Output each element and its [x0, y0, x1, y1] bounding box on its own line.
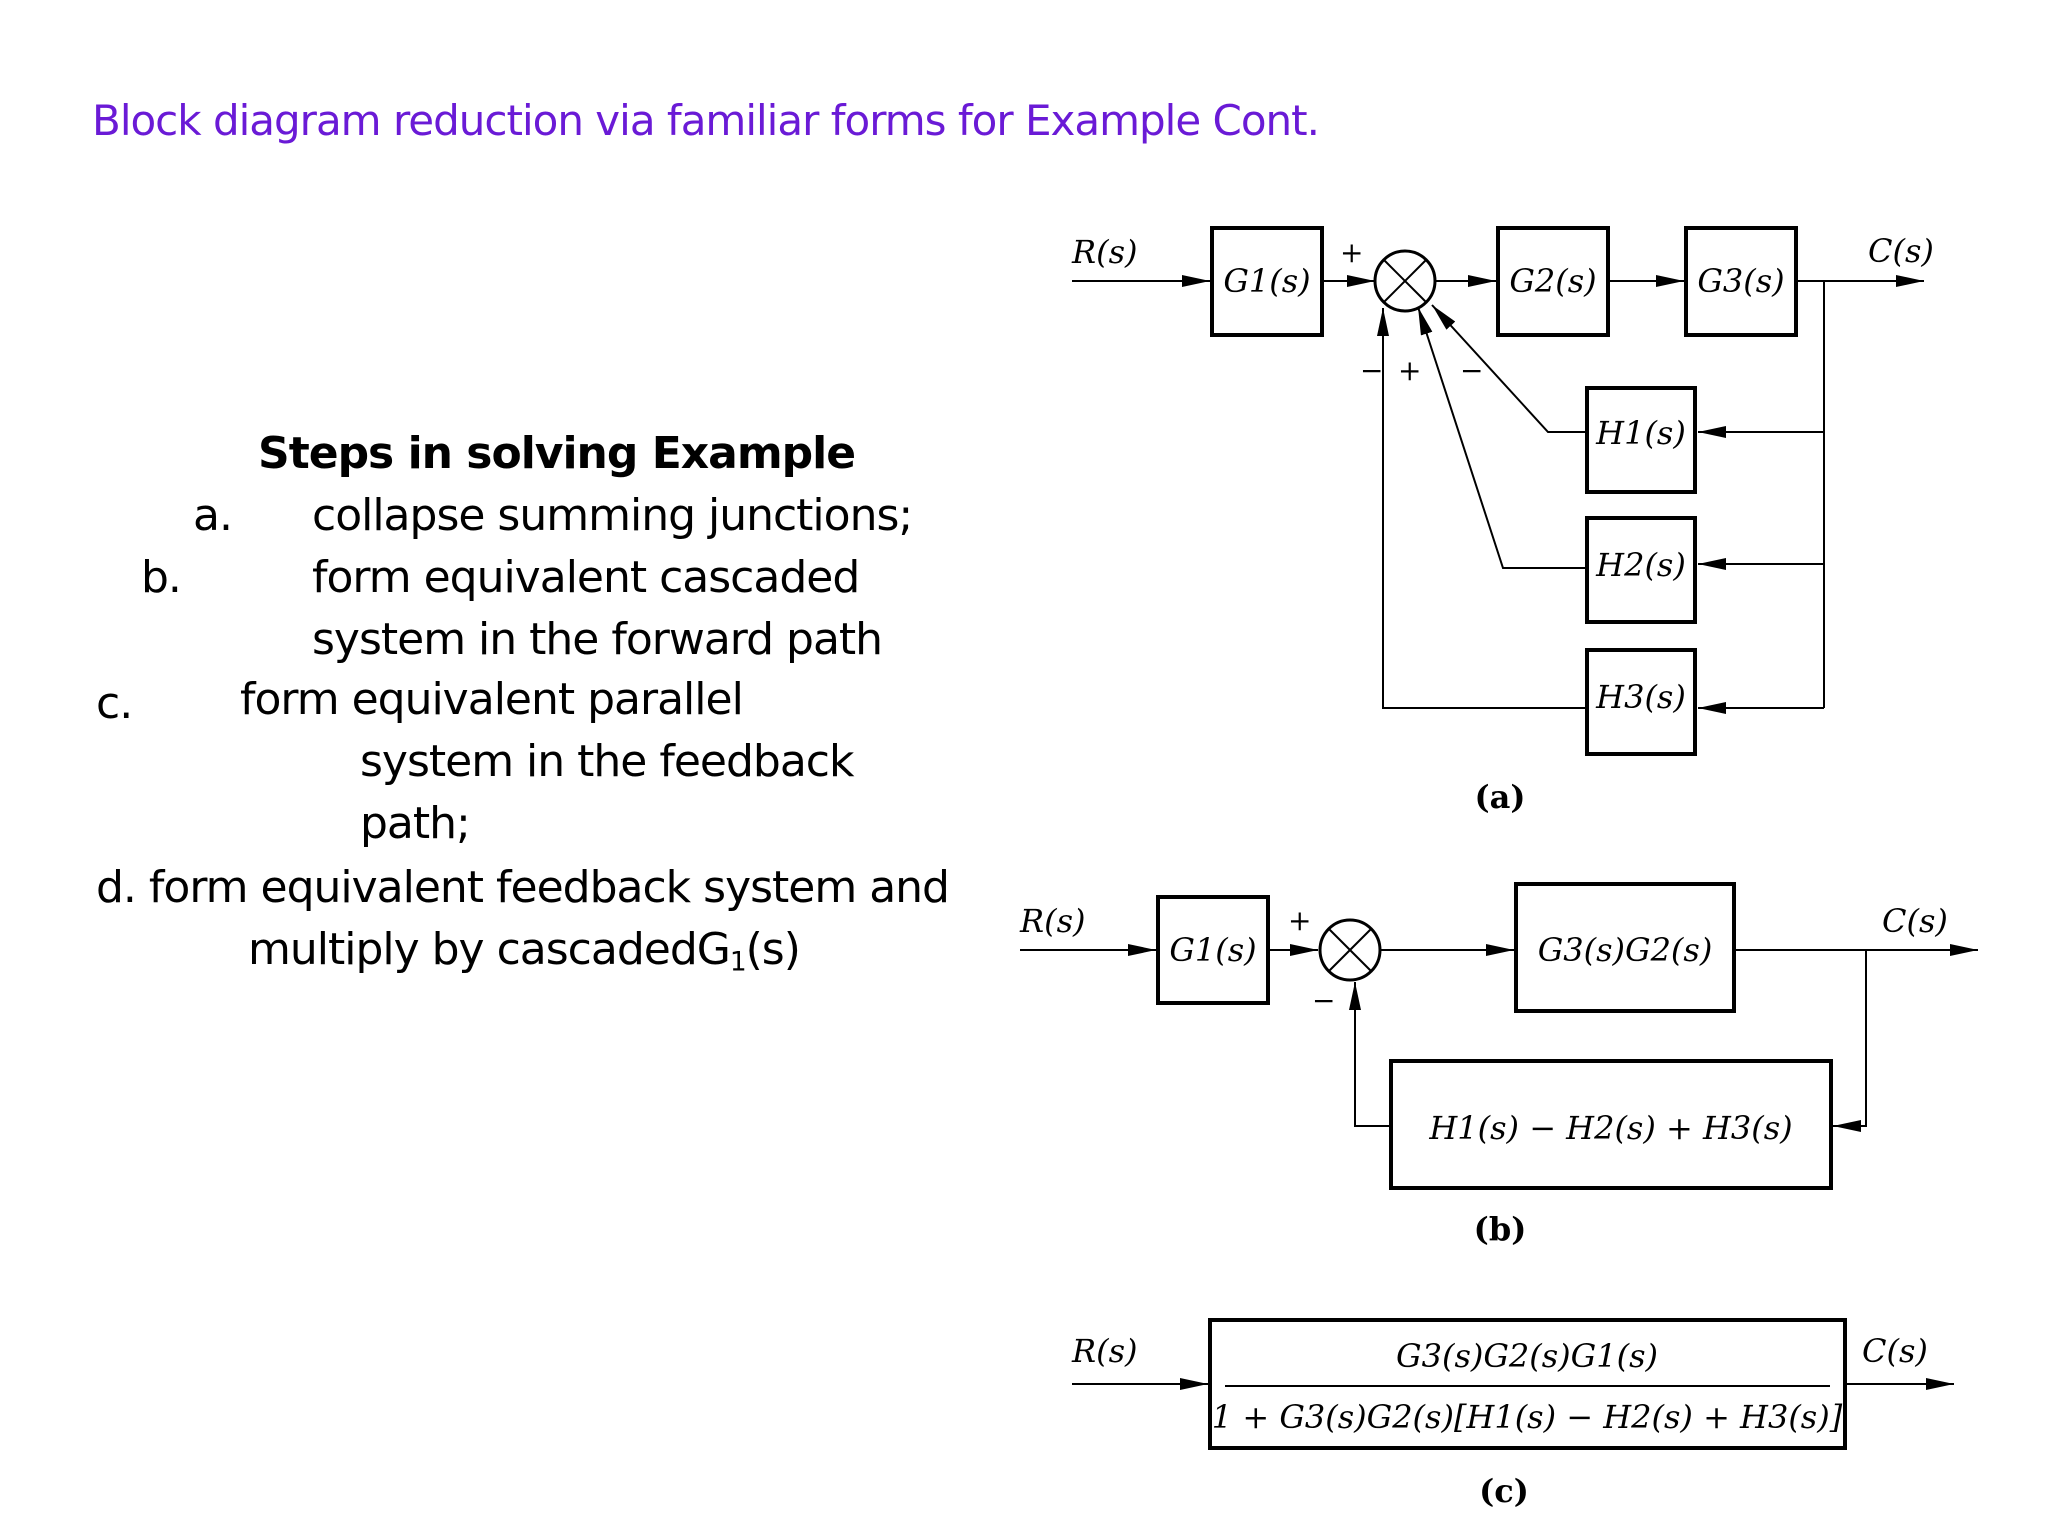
- b-sign-top: +: [1288, 904, 1311, 937]
- b-sign-bottom: −: [1312, 984, 1335, 1017]
- step-a-marker: a.: [193, 490, 233, 541]
- a-g3-label: G3(s): [1697, 262, 1784, 300]
- c-numerator: G3(s)G2(s)G1(s): [1396, 1337, 1658, 1375]
- step-b-text-1: form equivalent cascaded: [312, 552, 860, 603]
- b-forward-label: G3(s)G2(s): [1538, 931, 1713, 969]
- a-h1-return: [1431, 304, 1587, 433]
- c-output-label: C(s): [1862, 1332, 1928, 1370]
- a-g2-block: [1496, 226, 1610, 337]
- c-denominator: 1 + G3(s)G2(s)[H1(s) − H2(s) + H3(s)]: [1212, 1398, 1843, 1436]
- a-g1-label: G1(s): [1223, 262, 1310, 300]
- step-c-text-1: form equivalent parallel: [240, 674, 744, 725]
- b-g1-block: [1156, 895, 1270, 1005]
- a-h1-label: H1(s): [1595, 414, 1686, 452]
- step-b-marker: b.: [141, 552, 182, 603]
- c-caption: (c): [1479, 1472, 1529, 1510]
- step-c-marker: c.: [96, 678, 133, 729]
- a-h2-label: H2(s): [1595, 546, 1686, 584]
- b-output-label: C(s): [1882, 902, 1948, 940]
- step-d-text-2: multiply by cascadedG1(s): [248, 924, 801, 978]
- a-sign-1: −: [1360, 354, 1383, 387]
- step-c-text-3: path;: [360, 798, 471, 849]
- a-g3-block: [1684, 226, 1798, 337]
- b-feedback-return: [1349, 982, 1391, 1127]
- step-a-text: collapse summing junctions;: [312, 490, 913, 541]
- b-input-label: R(s): [1019, 902, 1085, 940]
- b-caption: (b): [1474, 1210, 1527, 1248]
- b-feedback-label: H1(s) − H2(s) + H3(s): [1428, 1109, 1792, 1147]
- step-c-text-2: system in the feedback: [360, 736, 854, 787]
- step-d-text-1: form equivalent feedback system and: [148, 862, 950, 913]
- a-sign-2: +: [1398, 354, 1421, 387]
- step-d-text: d. form equivalent feedback system and: [96, 862, 950, 913]
- b-forward-block: [1514, 882, 1736, 1013]
- a-input-label: R(s): [1071, 233, 1137, 271]
- c-transfer-block: [1208, 1318, 1847, 1450]
- step-d-marker: d.: [96, 862, 137, 913]
- a-summing-junction: [1373, 249, 1437, 313]
- a-h3-return: [1377, 308, 1587, 709]
- a-h3-label: H3(s): [1595, 678, 1686, 716]
- a-g1-block: [1210, 226, 1324, 337]
- b-summing-junction: [1318, 918, 1382, 982]
- steps-heading: Steps in solving Example: [258, 428, 856, 479]
- a-h2-return: [1417, 306, 1587, 569]
- a-h3-block: [1585, 648, 1697, 756]
- a-h1-block: [1585, 386, 1697, 494]
- a-output-label: C(s): [1868, 232, 1934, 270]
- b-feedback-block: [1389, 1059, 1833, 1190]
- slide-title: Block diagram reduction via familiar for…: [92, 96, 1320, 145]
- a-caption: (a): [1474, 778, 1525, 816]
- b-g1-label: G1(s): [1169, 931, 1256, 969]
- diagram-b: R(s) G1(s) + G3(s)G2(s) C(s) H1(s) − H2(…: [1019, 882, 1978, 1248]
- diagram-a: R(s) G1(s) + G2(s) G3(s) C(s) H1(s) H2(s…: [1071, 226, 1934, 816]
- a-h2-block: [1585, 516, 1697, 624]
- a-g2-label: G2(s): [1509, 262, 1596, 300]
- a-sign-top: +: [1340, 236, 1363, 269]
- c-input-label: R(s): [1071, 1332, 1137, 1370]
- b-feedback-in: [1833, 950, 1867, 1132]
- step-b-text-2: system in the forward path: [312, 614, 883, 665]
- a-sign-3: −: [1460, 354, 1483, 387]
- diagram-c: R(s) G3(s)G2(s)G1(s) 1 + G3(s)G2(s)[H1(s…: [1071, 1318, 1954, 1510]
